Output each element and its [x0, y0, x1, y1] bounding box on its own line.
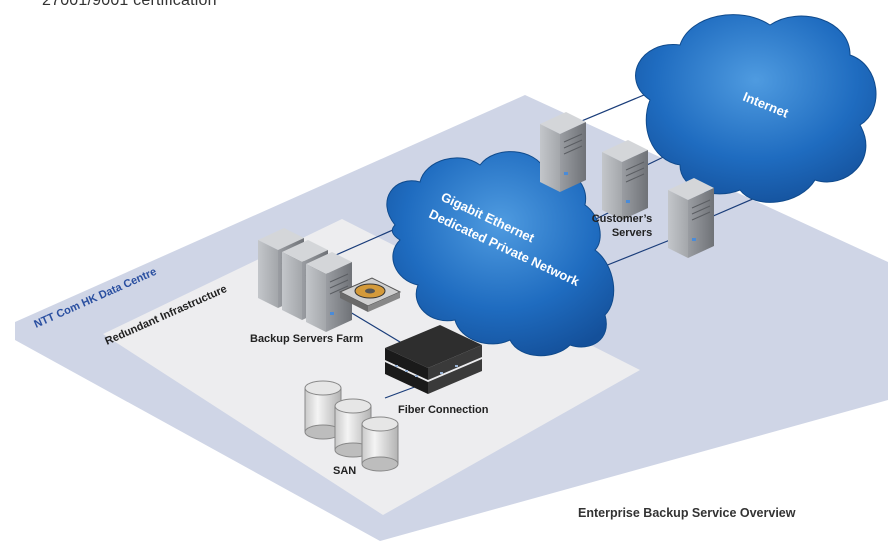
- redundant-platform: [103, 219, 640, 515]
- server-icon: [601, 139, 649, 221]
- hard-drive-icon: [338, 277, 402, 312]
- private-network-cloud-icon: [386, 151, 615, 357]
- server-icon: [667, 177, 715, 259]
- customer-servers-label-line1: Customer’s: [592, 213, 653, 225]
- backup-servers-farm-label: Backup Servers Farm: [250, 333, 363, 345]
- san-label: SAN: [333, 465, 356, 477]
- fiber-connection-label: Fiber Connection: [398, 404, 489, 416]
- certification-text: 27001/9001 certification: [42, 0, 217, 9]
- switch-icon: [385, 325, 482, 394]
- san-databases: [304, 380, 399, 472]
- server-icon: [539, 111, 587, 193]
- caption-label: Enterprise Backup Service Overview: [578, 506, 796, 520]
- customer-servers-label-line2: Servers: [612, 227, 652, 239]
- database-icon: [361, 416, 399, 472]
